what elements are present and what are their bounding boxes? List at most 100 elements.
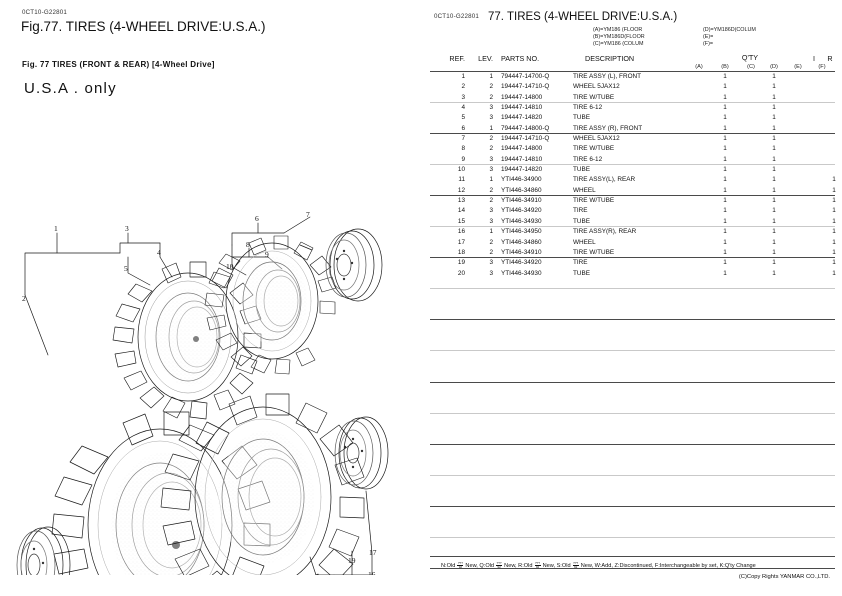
- cell-ref: 6: [461, 124, 465, 132]
- model-legend-row: (A)=YM186 (FLOOR (D)=YM186D(COLUM: [593, 27, 838, 34]
- table-rule: [430, 381, 835, 383]
- table-rule: [430, 164, 835, 166]
- document-code-left: 0CT10-G22801: [22, 9, 68, 16]
- cell-d: 1: [772, 155, 776, 163]
- cell-desc: TIRE W/TUBE: [573, 145, 615, 153]
- front-left-tire: [112, 261, 262, 420]
- cell-lev: 3: [489, 269, 493, 277]
- cell-d: 1: [772, 93, 776, 101]
- cell-d: 1: [772, 124, 776, 132]
- col-header-ref: REF.: [449, 54, 465, 63]
- cell-d: 1: [772, 104, 776, 112]
- cell-d: 1: [772, 145, 776, 153]
- col-header-parts-no: PARTS NO.: [501, 54, 540, 63]
- callout-numbers: 2 1 3 4 5 6 7 8 9 10 12 11 15 13 14 20 1…: [22, 210, 377, 575]
- callout-6: 6: [255, 214, 259, 223]
- cell-d: 1: [772, 114, 776, 122]
- model-legend-left: (A)=YM186 (FLOOR: [593, 27, 643, 33]
- table-rule: [430, 412, 835, 414]
- table-rule: [430, 195, 835, 197]
- col-header-description: DESCRIPTION: [585, 54, 635, 63]
- tire-assembly-diagram: 2 1 3 4 5 6 7 8 9 10 12 11 15 13 14 20 1…: [16, 210, 389, 575]
- rear-right-tire: [160, 393, 365, 575]
- date-fraction-glyph: ???92: [572, 561, 579, 570]
- cell-part: YTI446-34910: [501, 197, 542, 205]
- cell-part: YTI446-34860: [501, 186, 542, 194]
- cell-lev: 3: [489, 155, 493, 163]
- cell-b: 1: [723, 228, 727, 236]
- figure-title-left: Fig.77. TIRES (4-WHEEL DRIVE:U.S.A.): [21, 19, 266, 34]
- cell-r: 1: [832, 176, 836, 184]
- copyright-notice: (C)Copy Rights YANMAR CO.,LTD.: [738, 574, 830, 580]
- table-header: REF. LEV. PARTS NO. DESCRIPTION Q'TY I R…: [425, 50, 842, 72]
- cell-lev: 3: [489, 217, 493, 225]
- model-legend-right: (F)=: [703, 41, 714, 48]
- cell-desc: WHEEL 5JAX12: [573, 135, 620, 143]
- model-legend-left: (C)=YM186 (COLUM: [593, 41, 644, 48]
- cell-ref: 10: [457, 166, 465, 174]
- cell-lev: 2: [489, 186, 493, 194]
- model-legend-row: (C)=YM186 (COLUM (F)=: [593, 41, 838, 48]
- cell-lev: 3: [489, 259, 493, 267]
- cell-desc: TIRE 6-12: [573, 155, 603, 163]
- model-legend-right: (D)=YM186D(COLUM: [703, 27, 756, 33]
- cell-ref: 20: [457, 269, 465, 277]
- table-row-empty: [425, 444, 842, 454]
- cell-lev: 1: [489, 228, 493, 236]
- callout-9: 9: [265, 250, 269, 259]
- table-row-empty: [425, 506, 842, 516]
- cell-b: 1: [723, 248, 727, 256]
- cell-d: 1: [772, 269, 776, 277]
- col-header-qty: Q'TY: [741, 53, 759, 62]
- cell-part: YTI446-34950: [501, 228, 542, 236]
- cell-ref: 11: [458, 176, 465, 184]
- cell-ref: 9: [461, 155, 465, 163]
- rear-wheel-rim-right: [334, 416, 389, 490]
- cell-desc: TIRE 6-12: [573, 104, 603, 112]
- callout-17: 17: [369, 548, 377, 557]
- cell-ref: 13: [457, 197, 465, 205]
- cell-r: 1: [832, 197, 836, 205]
- cell-d: 1: [772, 207, 776, 215]
- cell-lev: 2: [489, 135, 493, 143]
- cell-lev: 2: [489, 145, 493, 153]
- cell-lev: 2: [489, 238, 493, 246]
- cell-lev: 2: [489, 248, 493, 256]
- cell-r: 1: [832, 259, 836, 267]
- table-row-empty: [425, 537, 842, 547]
- cell-b: 1: [723, 124, 727, 132]
- callout-4: 4: [157, 248, 161, 257]
- cell-d: 1: [772, 166, 776, 174]
- illustration-panel: 0CT10-G22801 Fig.77. TIRES (4-WHEEL DRIV…: [16, 9, 389, 575]
- cell-b: 1: [723, 93, 727, 101]
- cell-desc: TIRE: [573, 207, 588, 215]
- cell-desc: TUBE: [573, 269, 591, 277]
- cell-ref: 5: [461, 114, 465, 122]
- cell-lev: 1: [489, 124, 493, 132]
- cell-b: 1: [723, 166, 727, 174]
- cell-desc: WHEEL: [573, 238, 596, 246]
- qty-subheader: (A): [695, 64, 703, 70]
- callout-5: 5: [124, 264, 128, 273]
- document-code-right: 0CT10-G22801: [434, 13, 480, 20]
- figure-subtitle-left: Fig. 77 TIRES (FRONT & REAR) [4-Wheel Dr…: [22, 60, 215, 69]
- cell-b: 1: [723, 217, 727, 225]
- cell-ref: 17: [457, 238, 465, 246]
- cell-r: 1: [832, 228, 836, 236]
- cell-desc: WHEEL 5JAX12: [573, 83, 620, 91]
- cell-part: 194447-14810: [501, 155, 543, 163]
- cell-b: 1: [723, 135, 727, 143]
- cell-b: 1: [723, 145, 727, 153]
- table-row-empty: [425, 455, 842, 465]
- cell-part: YTI446-34930: [501, 269, 542, 277]
- model-legend-left: (B)=YM186D(FLOOR: [593, 34, 645, 41]
- cell-part: 194447-14810: [501, 104, 543, 112]
- cell-b: 1: [723, 238, 727, 246]
